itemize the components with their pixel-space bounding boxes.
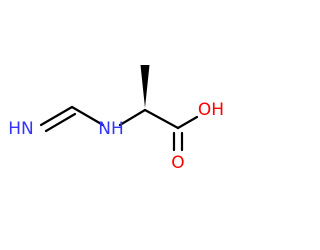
- alpha-carboxyl-carbon-bond: [143, 108, 180, 130]
- amine-alpha-carbon-bond: [118, 108, 147, 127]
- amine-nh-label: NH: [98, 119, 124, 139]
- carboxyl-hydroxyl-bond: [176, 115, 199, 130]
- hydroxyl-label: OH: [198, 100, 224, 120]
- imine-nh-label: HN: [8, 119, 34, 139]
- molecule-structure-diagram: HN NH OH O: [8, 65, 224, 173]
- methine-amine-bond: [70, 105, 105, 127]
- imine-double-bond-inner: [44, 112, 77, 133]
- carbonyl-oxygen-label: O: [171, 153, 184, 173]
- imine-double-bond-outer: [39, 105, 74, 127]
- stereo-wedge-bond: [140, 65, 150, 108]
